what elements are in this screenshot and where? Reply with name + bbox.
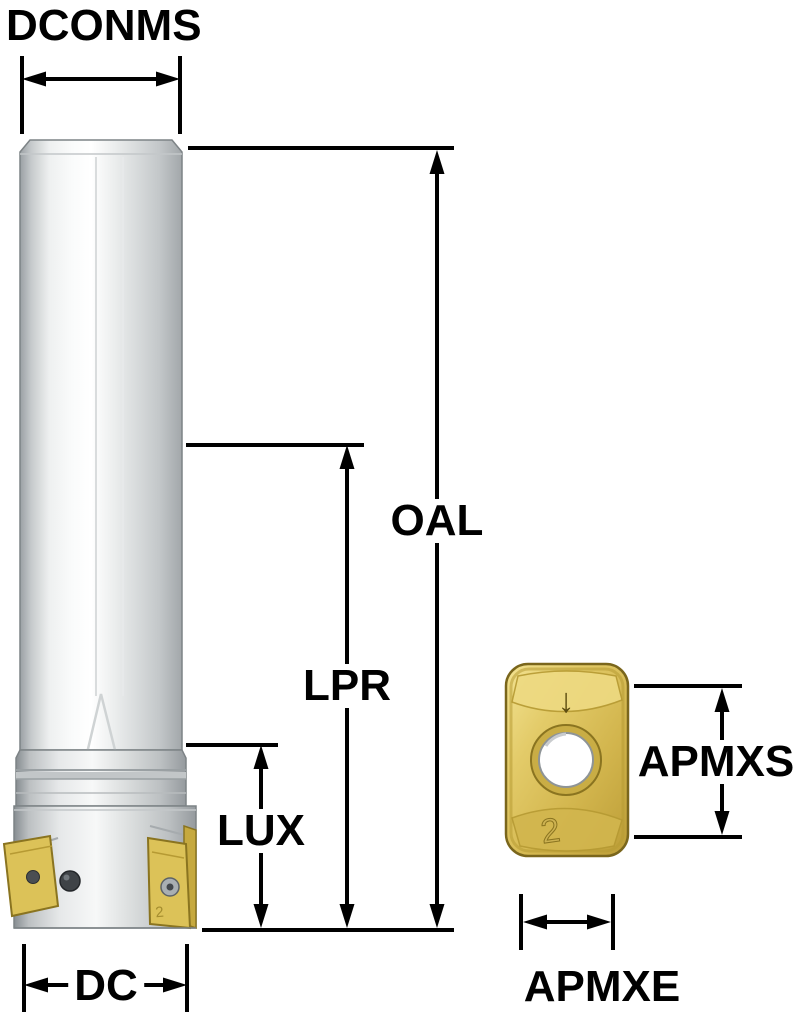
dim-label-oal: OAL [384,499,490,543]
clamp-screw [59,870,81,892]
insert-top-facet [511,670,623,713]
insert-screw-socket [166,883,174,891]
insert-bottom-facet [511,807,623,852]
dim-dconms [20,56,182,134]
dim-label-dc: DC [68,964,144,1008]
dim-label-dconms: DCONMS [6,1,202,50]
insert-hole [538,732,594,788]
dim-dc [22,944,189,1012]
insert-left-screw [26,870,40,884]
insert-front-view: ↓ 2 [504,662,630,858]
clamp-screw-highlight [63,874,70,881]
insert-right-index-mark: 2 [154,904,164,922]
tool-shank [19,139,183,751]
dim-label-apmxs: APMXS [631,740,801,784]
dim-label-lpr: LPR [297,664,397,708]
collar-groove [16,772,186,779]
dim-label-apmxe: APMXE [517,965,687,1009]
insert-orientation-mark: ↓ [558,682,575,720]
insert-hole-shading [544,732,567,747]
insert-left-facet-line [9,845,53,855]
dim-apmxe [519,894,615,950]
insert-right-facet-line [151,851,185,859]
milling-cutter: 2 [2,139,197,930]
dim-label-lux: LUX [211,809,311,853]
